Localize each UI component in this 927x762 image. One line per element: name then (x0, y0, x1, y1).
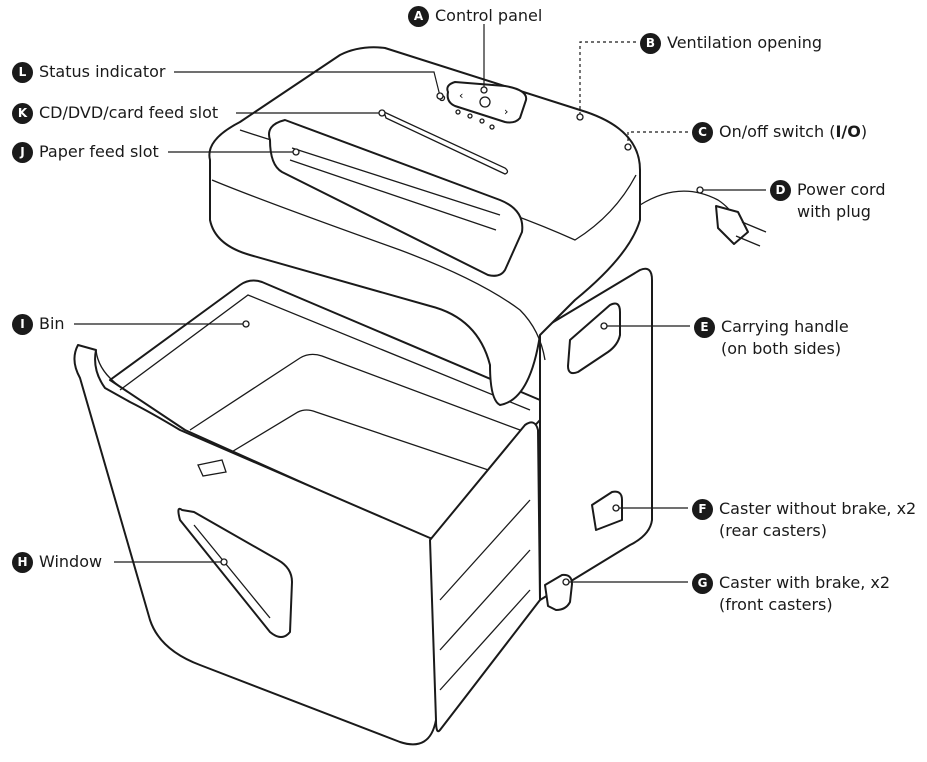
label-text: CD/DVD/card feed slot (39, 103, 219, 122)
badge-b: B (640, 33, 661, 54)
badge-c: C (692, 122, 713, 143)
label-text-2: (on both sides) (721, 339, 842, 358)
badge-i: I (12, 314, 33, 335)
shredder-body-right (539, 267, 653, 601)
label-text-after: ) (860, 122, 868, 141)
label-bin: I Bin (12, 313, 65, 335)
label-text: Paper feed slot (39, 142, 159, 161)
label-status-indicator: L Status indicator (12, 61, 166, 83)
control-panel (446, 81, 528, 124)
label-text: Ventilation opening (667, 33, 823, 52)
label-text: Caster with brake, x2 (719, 573, 891, 592)
badge-e: E (694, 317, 715, 338)
label-text-2: with plug (797, 202, 871, 221)
forward-button-icon: › (504, 105, 508, 118)
label-caster-without-brake: F Caster without brake, x2 (rear casters) (692, 498, 916, 542)
badge-a: A (408, 6, 429, 27)
badge-l: L (12, 62, 33, 83)
rear-caster (591, 490, 623, 531)
leader-b (579, 41, 636, 117)
badge-d: D (770, 180, 791, 201)
label-power-cord: D Power cord with plug (770, 179, 886, 223)
badge-f: F (692, 499, 713, 520)
label-caster-with-brake: G Caster with brake, x2 (front casters) (692, 572, 890, 616)
label-cd-dvd-card-feed-slot: K CD/DVD/card feed slot (12, 102, 218, 124)
badge-h: H (12, 552, 33, 573)
label-text: Caster without brake, x2 (719, 499, 917, 518)
label-text: Status indicator (39, 62, 166, 81)
label-text: Power cord (797, 180, 886, 199)
label-text-2: (front casters) (719, 595, 833, 614)
back-button-icon: ‹ (459, 89, 463, 102)
label-on-off-switch: C On/off switch (I/O) (692, 121, 867, 143)
label-text: Carrying handle (721, 317, 849, 336)
label-text-2: (rear casters) (719, 521, 827, 540)
label-text: Bin (39, 314, 65, 333)
label-text: Control panel (435, 6, 543, 25)
power-button-icon (479, 96, 491, 108)
label-text: Window (39, 552, 103, 571)
leader-c (627, 131, 688, 147)
label-ventilation-opening: B Ventilation opening (640, 32, 822, 54)
badge-g: G (692, 573, 713, 594)
badge-k: K (12, 103, 33, 124)
label-carrying-handle: E Carrying handle (on both sides) (694, 316, 849, 360)
paper-feed-cover (268, 119, 524, 277)
label-window: H Window (12, 551, 102, 573)
cd-slot (382, 110, 509, 175)
label-text-bold: I/O (835, 122, 861, 141)
label-text: On/off switch ( (719, 122, 836, 141)
carrying-handle (567, 302, 621, 375)
badge-j: J (12, 142, 33, 163)
label-control-panel: A Control panel (408, 5, 542, 27)
bin-side (429, 421, 541, 733)
label-paper-feed-slot: J Paper feed slot (12, 141, 159, 163)
leader-l (174, 71, 441, 97)
